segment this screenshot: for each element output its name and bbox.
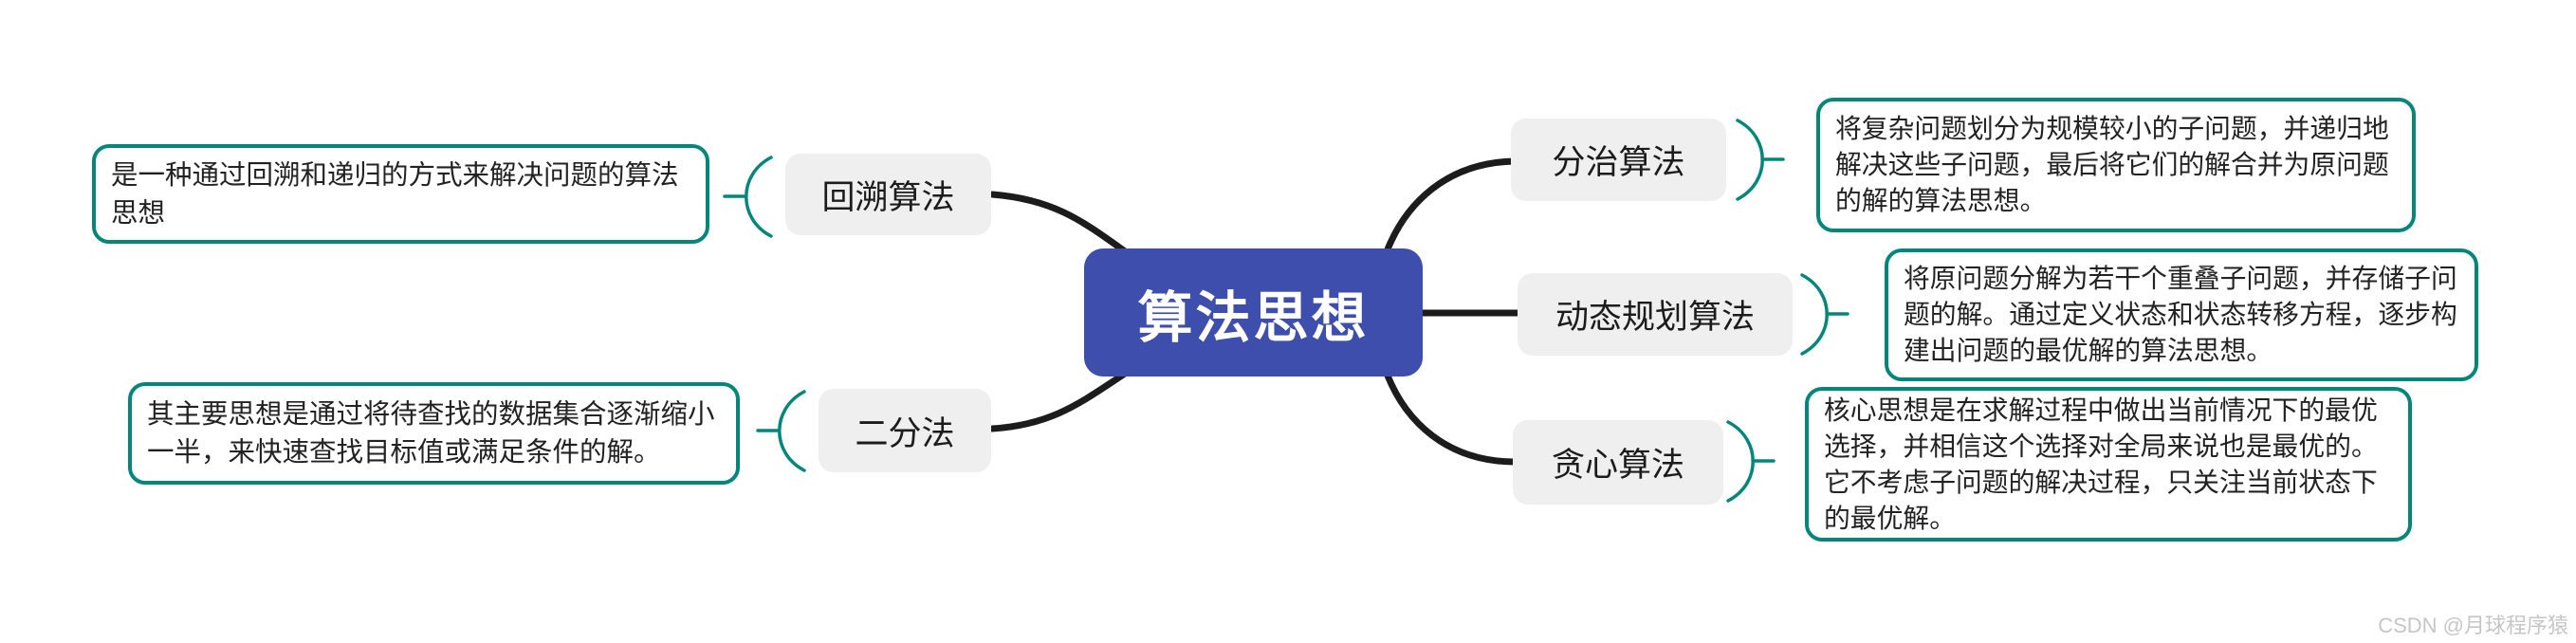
note-divide-and-conquer: 将复杂问题划分为规模较小的子问题，并递归地解决这些子问题，最后将它们的解合并为原… [1816,98,2416,232]
topic-node-divide-and-conquer: 分治算法 [1511,119,1726,201]
note-greedy-algorithm: 核心思想是在求解过程中做出当前情况下的最优选择，并相信这个选择对全局来说也是最优… [1805,387,2412,542]
summary-brace-binary [756,390,806,472]
topic-backtrack-label: 回溯算法 [821,178,955,216]
csdn-watermark: CSDN @月球程序猿 [2378,614,2568,637]
topic-greedy-label: 贪心算法 [1551,447,1684,484]
topic-node-greedy-algorithm: 贪心算法 [1513,420,1723,505]
summary-brace-dp [1800,273,1849,356]
note-backtrack-algorithm: 是一种通过回溯和递归的方式来解决问题的算法思想 [92,144,709,244]
summary-brace-backtrack [723,156,773,238]
note-dynamic-programming: 将原问题分解为若干个重叠子问题，并存储子问题的解。通过定义状态和状态转移方程，逐… [1885,248,2478,381]
root-node-label: 算法思想 [1137,286,1370,349]
root-node-algorithm-ideas: 算法思想 [1084,248,1423,377]
note-divide-text: 将复杂问题划分为规模较小的子问题，并递归地解决这些子问题，最后将它们的解合并为原… [1835,114,2389,215]
summary-brace-divide [1736,119,1785,201]
branch-line-divide [1384,157,1519,253]
topic-divide-label: 分治算法 [1552,144,1685,181]
topic-dp-label: 动态规划算法 [1555,299,1755,336]
topic-node-dynamic-programming: 动态规划算法 [1518,273,1793,356]
topic-node-binary-search: 二分法 [819,389,991,472]
branch-line-backtrack [988,191,1129,255]
branch-line-greedy [1384,372,1519,466]
topic-binary-label: 二分法 [855,414,955,452]
topic-node-backtrack-algorithm: 回溯算法 [785,154,991,235]
note-backtrack-text: 是一种通过回溯和递归的方式来解决问题的算法思想 [111,159,679,229]
note-binary-search: 其主要思想是通过将待查找的数据集合逐渐缩小一半，来快速查找目标值或满足条件的解。 [128,382,740,485]
note-binary-text: 其主要思想是通过将待查找的数据集合逐渐缩小一半，来快速查找目标值或满足条件的解。 [147,399,715,468]
summary-brace-greedy [1726,420,1776,503]
note-greedy-text: 核心思想是在求解过程中做出当前情况下的最优选择，并相信这个选择对全局来说也是最优… [1824,395,2378,533]
branch-line-binary [988,370,1129,432]
note-dp-text: 将原问题分解为若干个重叠子问题，并存储子问题的解。通过定义状态和状态转移方程，逐… [1904,264,2457,365]
